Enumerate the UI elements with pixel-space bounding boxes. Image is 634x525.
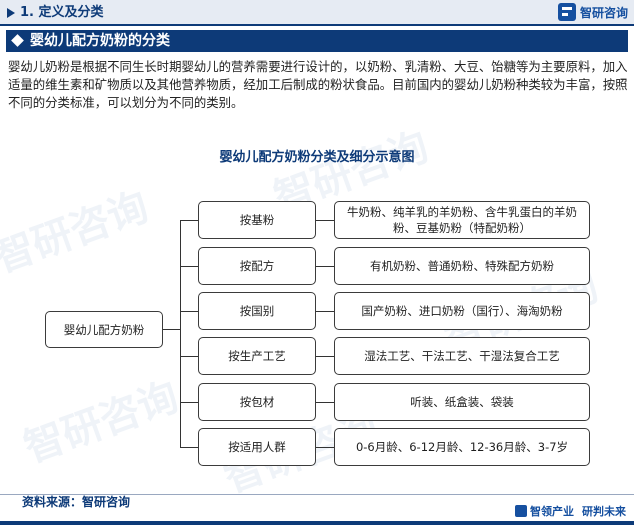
- detail-connector: [316, 311, 334, 312]
- sub-title-banner: 婴幼儿配方奶粉的分类: [6, 30, 628, 52]
- footer-divider: [0, 494, 634, 495]
- trunk-line: [180, 220, 181, 447]
- diamond-icon: [11, 34, 24, 47]
- detail-node: 有机奶粉、普通奶粉、特殊配方奶粉: [334, 247, 590, 285]
- category-node: 按国别: [198, 292, 316, 330]
- category-node: 按基粉: [198, 201, 316, 239]
- brand-name: 智研咨询: [579, 5, 628, 20]
- detail-node: 牛奶粉、纯羊乳的羊奶粉、含牛乳蛋白的羊奶粉、豆基奶粉（特配奶粉）: [334, 201, 590, 239]
- watermark: 智研咨询: [18, 373, 185, 472]
- footer-logo-icon: [515, 505, 527, 517]
- diagram-title: 婴幼儿配方奶粉分类及细分示意图: [219, 150, 415, 165]
- footer-slogan-right: 研判未来: [582, 505, 626, 518]
- branch-connector: [180, 447, 198, 448]
- detail-connector: [316, 356, 334, 357]
- top-header-bar: 1. 定义及分类 智研咨询: [0, 0, 634, 26]
- branch-connector: [180, 220, 198, 221]
- detail-connector: [316, 402, 334, 403]
- triangle-icon: [7, 8, 15, 18]
- detail-connector: [316, 220, 334, 221]
- detail-node: 湿法工艺、干法工艺、干湿法复合工艺: [334, 337, 590, 375]
- detail-connector: [316, 447, 334, 448]
- section-title: 1. 定义及分类: [20, 5, 104, 20]
- detail-node: 0-6月龄、6-12月龄、12-36月龄、3-7岁: [334, 428, 590, 466]
- sub-title: 婴幼儿配方奶粉的分类: [30, 33, 170, 49]
- root-connector: [163, 329, 180, 330]
- branch-connector: [180, 311, 198, 312]
- footer-slogan-left: 智领产业: [530, 505, 574, 518]
- category-node: 按配方: [198, 247, 316, 285]
- brand: 智研咨询: [557, 3, 628, 21]
- detail-connector: [316, 266, 334, 267]
- brand-logo-icon: [557, 3, 576, 21]
- footer-bottom-bar: [0, 521, 634, 525]
- category-node: 按适用人群: [198, 428, 316, 466]
- branch-connector: [180, 266, 198, 267]
- watermark: 智研咨询: [0, 183, 155, 282]
- branch-connector: [180, 402, 198, 403]
- source-text: 资料来源：智研咨询: [22, 495, 131, 509]
- intro-paragraph: 婴幼儿奶粉是根据不同生长时期婴幼儿的营养需要进行设计的，以奶粉、乳清粉、大豆、饴…: [8, 59, 628, 110]
- root-node: 婴幼儿配方奶粉: [45, 311, 163, 348]
- category-node: 按生产工艺: [198, 337, 316, 375]
- category-node: 按包材: [198, 383, 316, 421]
- footer-brand: 智领产业 研判未来: [515, 503, 626, 519]
- branch-connector: [180, 356, 198, 357]
- detail-node: 国产奶粉、进口奶粉（国行）、海淘奶粉: [334, 292, 590, 330]
- detail-node: 听装、纸盒装、袋装: [334, 383, 590, 421]
